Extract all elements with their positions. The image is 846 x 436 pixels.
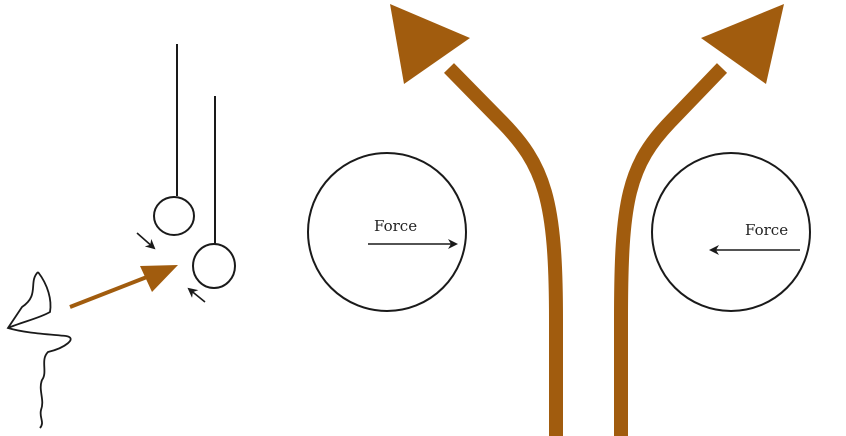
right-ball xyxy=(193,244,235,288)
force-arrow-upper-left xyxy=(137,233,154,248)
force-arrow-lower-right xyxy=(189,289,205,302)
right-scene: Force Force xyxy=(308,4,810,436)
right-airflow-curve xyxy=(621,68,722,436)
mouth-lips-outline xyxy=(8,272,71,428)
left-airflow-curve xyxy=(449,68,556,436)
right-force-label: Force xyxy=(745,221,788,239)
left-force-label: Force xyxy=(374,217,417,235)
left-scene xyxy=(8,44,235,428)
left-ball xyxy=(154,197,194,235)
air-stream-arrow-shaft xyxy=(70,275,152,307)
